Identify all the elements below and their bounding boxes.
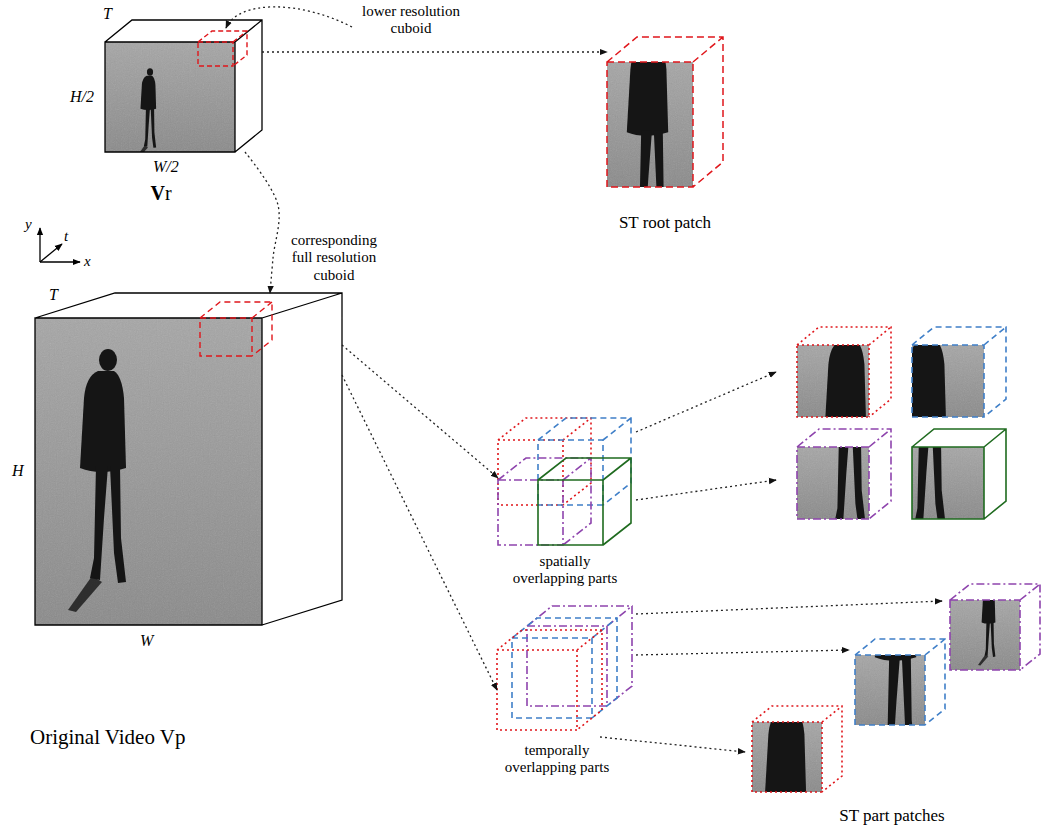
spatial-part-cuboids <box>538 458 631 545</box>
root-patch-cuboid <box>607 37 723 187</box>
spatial-part-cuboids <box>498 418 631 545</box>
part-patch-cuboids <box>950 584 1040 670</box>
patch-frame <box>912 447 946 519</box>
video-frame <box>35 318 262 625</box>
dimension-label: H/2 <box>70 88 94 106</box>
video-frame <box>35 318 262 625</box>
patch-frame <box>797 345 869 417</box>
part-patch-cuboids <box>912 429 1006 519</box>
dotted-leader-arrow <box>226 7 942 752</box>
part-patch-cuboids <box>797 429 891 519</box>
patch-frame <box>797 447 869 519</box>
part-patch-cuboids <box>855 639 945 725</box>
callout-note: corresponding full resolution cuboid <box>284 232 384 284</box>
axis-label: x <box>84 253 91 270</box>
spatial-part-cuboids <box>498 458 591 545</box>
red-dashed-cuboid <box>200 302 272 356</box>
patch-caption: ST part patches <box>839 806 944 826</box>
dotted-arrow <box>342 345 498 478</box>
video-cuboid <box>35 293 342 625</box>
part-patch-cuboids <box>752 706 842 792</box>
dotted-leader-arrow <box>636 372 776 432</box>
red-dashed-cuboid <box>198 31 247 66</box>
temporal-part-cuboids <box>497 630 602 730</box>
video-frame <box>105 42 235 152</box>
part-patch-cuboids <box>912 327 1006 417</box>
axes <box>40 244 62 262</box>
video-frame <box>136 68 156 152</box>
axis-label: t <box>64 228 68 245</box>
video-frame <box>105 42 235 158</box>
patch-frame <box>978 600 995 666</box>
patch-frame <box>814 447 866 519</box>
callout-note: lower resolution cuboid <box>355 3 467 38</box>
dotted-arrow <box>245 152 279 293</box>
patch-frame <box>752 722 822 792</box>
dotted-leader-arrow <box>600 737 745 752</box>
axes <box>39 228 40 262</box>
video-cuboid: Vr <box>105 20 262 152</box>
patch-frame <box>950 600 1020 670</box>
part-group: spatially overlapping parts <box>498 418 631 545</box>
dimension-label: T <box>103 5 112 23</box>
dimension-label: H <box>12 462 24 480</box>
video-name: Vr <box>150 182 171 205</box>
patch-frame <box>855 655 925 725</box>
dotted-leader-arrow <box>636 650 849 655</box>
dotted-arrow <box>342 375 497 690</box>
video-frame <box>105 42 235 152</box>
patch-frame <box>754 722 806 792</box>
patch-frame <box>797 320 984 557</box>
video-frame <box>68 349 126 612</box>
patch-frame <box>864 655 916 725</box>
root-patch: ST root patch <box>607 37 723 187</box>
video-caption: Original Video Vp <box>30 725 185 749</box>
part-patch-cuboids <box>797 327 1006 519</box>
group-caption: spatially overlapping parts <box>506 553 624 588</box>
part-patch-cuboids <box>797 327 891 417</box>
dimension-label: T <box>49 286 58 304</box>
spatial-part-cuboids <box>498 418 591 505</box>
patch-frame <box>912 345 946 417</box>
patch-frame <box>814 345 866 417</box>
patch-frame <box>752 550 1020 836</box>
dotted-leader-arrow <box>636 601 942 614</box>
temporal-part-cuboids <box>497 606 632 730</box>
video-cuboid <box>105 20 262 152</box>
dotted-arrow <box>262 51 607 52</box>
video-frame <box>35 318 262 625</box>
dotted-leader-arrow <box>636 480 776 500</box>
axes <box>40 228 80 262</box>
spatial-part-cuboids <box>538 418 631 505</box>
part-patch-cuboids <box>752 584 1040 792</box>
patch-frame <box>912 345 984 417</box>
video-frame <box>105 42 235 152</box>
axes <box>40 261 80 262</box>
dimension-label: W/2 <box>153 158 179 176</box>
patch-frame <box>616 62 668 187</box>
axis-label: y <box>25 216 32 233</box>
dimension-label: W <box>140 632 153 650</box>
patch-frame <box>607 62 693 187</box>
video-cuboid: Original Video Vp <box>35 293 342 625</box>
part-group: temporally overlapping parts <box>497 606 632 730</box>
caption-box: ST part patches <box>835 805 948 827</box>
patch-caption: ST root patch <box>619 213 711 233</box>
dotted-leader-arrow <box>226 7 352 28</box>
patch-frame <box>912 447 984 519</box>
video-frame <box>35 318 262 625</box>
group-caption: temporally overlapping parts <box>498 742 616 777</box>
